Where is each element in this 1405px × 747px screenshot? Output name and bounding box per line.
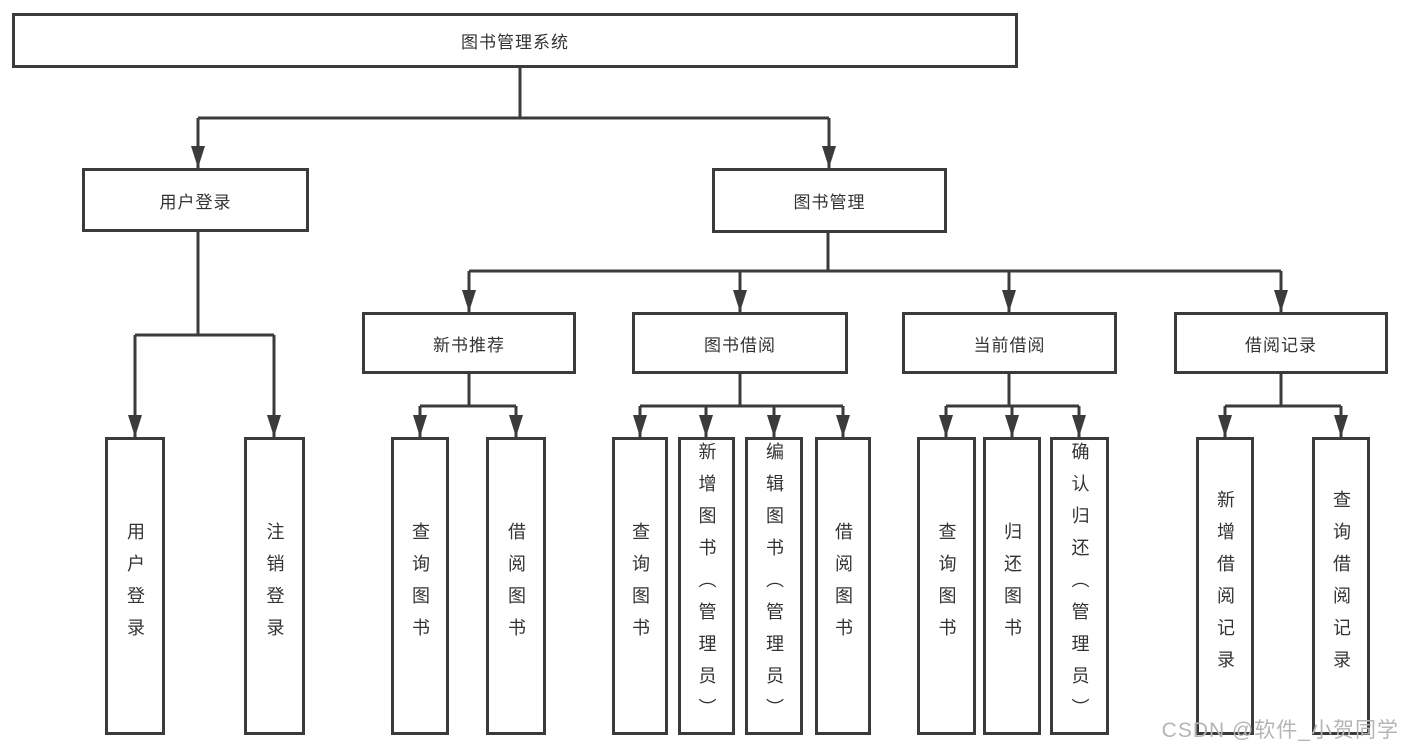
leaf-logout: 注销登录 <box>244 437 305 735</box>
leaf-label: 确认归还（管理员） <box>1069 442 1090 730</box>
leaf-user-login: 用户登录 <box>105 437 165 735</box>
node-book-borrow: 图书借阅 <box>632 312 848 374</box>
leaf-query-borrow-record: 查询借阅记录 <box>1312 437 1370 735</box>
node-label: 图书管理 <box>793 193 866 212</box>
leaf-borrow-books-recommend: 借阅图书 <box>486 437 546 735</box>
node-user-login: 用户登录 <box>82 168 309 232</box>
leaf-borrow-books: 借阅图书 <box>815 437 871 735</box>
leaf-label: 用户登录 <box>125 522 145 650</box>
node-label: 用户登录 <box>159 192 232 212</box>
leaf-add-borrow-record: 新增借阅记录 <box>1196 437 1254 735</box>
leaf-label: 查询图书 <box>936 522 957 650</box>
leaf-label: 借阅图书 <box>506 522 526 650</box>
csdn-watermark: CSDN @软件_小贺同学 <box>1161 719 1399 742</box>
leaf-label: 查询借阅记录 <box>1331 490 1351 682</box>
node-label: 图书借阅 <box>704 335 776 355</box>
leaf-confirm-return-admin: 确认归还（管理员） <box>1050 437 1109 735</box>
leaf-add-book-admin: 新增图书（管理员） <box>678 437 735 735</box>
leaf-query-books-recommend: 查询图书 <box>391 437 449 735</box>
node-label: 新书推荐 <box>433 335 505 355</box>
node-borrow-records: 借阅记录 <box>1174 312 1388 374</box>
leaf-label: 新增图书（管理员） <box>696 442 717 730</box>
node-label: 当前借阅 <box>973 335 1046 355</box>
leaf-query-books-borrow: 查询图书 <box>612 437 668 735</box>
leaf-return-books: 归还图书 <box>983 437 1041 735</box>
node-library-management-system: 图书管理系统 <box>12 13 1018 68</box>
leaf-label: 查询图书 <box>630 522 650 650</box>
leaf-label: 注销登录 <box>264 522 285 650</box>
node-current-borrow: 当前借阅 <box>902 312 1117 374</box>
leaf-label: 归还图书 <box>1002 522 1022 650</box>
node-book-management: 图书管理 <box>712 168 947 233</box>
node-label: 图书管理系统 <box>461 33 569 52</box>
node-label: 借阅记录 <box>1245 335 1317 355</box>
node-new-book-recommend: 新书推荐 <box>362 312 576 374</box>
leaf-label: 查询图书 <box>410 522 430 650</box>
leaf-label: 编辑图书（管理员） <box>764 442 784 730</box>
leaf-label: 新增借阅记录 <box>1215 490 1235 682</box>
leaf-label: 借阅图书 <box>833 522 853 650</box>
leaf-query-books-current: 查询图书 <box>917 437 976 735</box>
leaf-edit-book-admin: 编辑图书（管理员） <box>745 437 803 735</box>
